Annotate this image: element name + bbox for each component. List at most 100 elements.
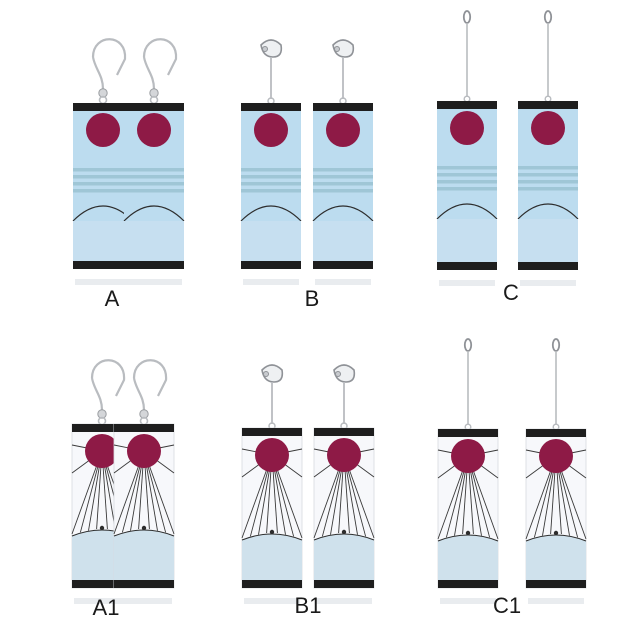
ear-wire-stem bbox=[91, 56, 105, 90]
ear-wire bbox=[132, 359, 168, 397]
variant-label: C1 bbox=[492, 593, 522, 618]
ear-wire-stem bbox=[132, 377, 146, 411]
bottom-band bbox=[114, 580, 174, 588]
wave-arc bbox=[240, 205, 302, 222]
sun-disc bbox=[137, 113, 171, 147]
earring-pair-c1 bbox=[437, 338, 587, 604]
lower-panel bbox=[437, 219, 497, 262]
wave-arc bbox=[436, 203, 498, 220]
earring bbox=[72, 38, 134, 285]
ear-clip bbox=[260, 39, 283, 58]
wave-arc bbox=[517, 203, 579, 220]
lower-panel bbox=[73, 221, 133, 261]
reflection bbox=[244, 598, 300, 604]
ear-wire bbox=[142, 38, 178, 76]
earring bbox=[525, 338, 587, 604]
apex-dot bbox=[99, 525, 105, 531]
bottom-band bbox=[314, 580, 374, 588]
lower-panel bbox=[241, 221, 301, 261]
earring bbox=[313, 364, 375, 604]
stripe bbox=[124, 182, 184, 186]
threader-loop bbox=[463, 338, 473, 352]
bottom-band bbox=[313, 261, 373, 269]
sun-disc bbox=[327, 438, 361, 472]
earring bbox=[517, 10, 579, 286]
ear-clip bbox=[332, 39, 355, 58]
bottom-band bbox=[241, 261, 301, 269]
stripe bbox=[313, 182, 373, 186]
top-band bbox=[114, 424, 174, 432]
stripe bbox=[437, 173, 497, 177]
clip-pad bbox=[334, 46, 340, 52]
earring bbox=[241, 364, 303, 604]
ear-clip bbox=[333, 364, 356, 383]
top-band bbox=[438, 429, 498, 437]
stripe bbox=[73, 189, 133, 193]
reflection bbox=[316, 598, 372, 604]
earring bbox=[240, 39, 302, 285]
sun-disc bbox=[450, 111, 484, 145]
stripe bbox=[124, 168, 184, 172]
sun-disc bbox=[86, 113, 120, 147]
jump-ring bbox=[463, 95, 471, 103]
reflection bbox=[116, 598, 172, 604]
stripe bbox=[518, 166, 578, 170]
bottom-band bbox=[124, 261, 184, 269]
bottom-band bbox=[526, 580, 586, 588]
variant-label: B bbox=[304, 286, 320, 311]
earring-pair-b1 bbox=[241, 364, 375, 604]
bottom-band bbox=[438, 580, 498, 588]
reflection bbox=[440, 598, 496, 604]
earring bbox=[113, 359, 175, 604]
top-band bbox=[241, 103, 301, 111]
earring-pair-b bbox=[240, 39, 374, 285]
top-band bbox=[437, 101, 497, 109]
apex-dot bbox=[341, 529, 347, 535]
bottom-band bbox=[242, 580, 302, 588]
stripe bbox=[73, 175, 133, 179]
lower-panel bbox=[313, 221, 373, 261]
reflection bbox=[126, 279, 182, 285]
top-band bbox=[526, 429, 586, 437]
stripe bbox=[241, 182, 301, 186]
lower-panel bbox=[114, 536, 174, 588]
ear-clip bbox=[261, 364, 284, 383]
sun-disc bbox=[255, 438, 289, 472]
earring bbox=[312, 39, 374, 285]
reflection bbox=[243, 279, 299, 285]
ear-wire-stem bbox=[90, 377, 104, 411]
stripe bbox=[437, 166, 497, 170]
earring-pair-a1 bbox=[71, 359, 175, 604]
reflection bbox=[528, 598, 584, 604]
variant-label: C bbox=[503, 280, 519, 305]
reflection bbox=[74, 598, 130, 604]
sun-disc bbox=[451, 439, 485, 473]
stripe bbox=[73, 182, 133, 186]
sun-disc bbox=[326, 113, 360, 147]
threader-loop bbox=[551, 338, 561, 352]
reflection bbox=[520, 280, 576, 286]
stripe bbox=[241, 168, 301, 172]
earring-pair-c bbox=[436, 10, 579, 286]
threader-loop bbox=[462, 10, 472, 24]
stripe bbox=[241, 189, 301, 193]
reflection bbox=[315, 279, 371, 285]
sun-disc bbox=[531, 111, 565, 145]
top-band bbox=[73, 103, 133, 111]
stripe bbox=[313, 175, 373, 179]
stripe bbox=[124, 175, 184, 179]
top-band bbox=[124, 103, 184, 111]
top-band bbox=[518, 101, 578, 109]
reflection bbox=[439, 280, 495, 286]
threader-loop bbox=[543, 10, 553, 24]
sun-disc bbox=[127, 434, 161, 468]
variant-label: A bbox=[104, 286, 120, 311]
bottom-band bbox=[437, 262, 497, 270]
clip-pad bbox=[263, 371, 269, 377]
ear-wire-stem bbox=[142, 56, 156, 90]
stripe bbox=[241, 175, 301, 179]
bottom-band bbox=[518, 262, 578, 270]
variant-label: A1 bbox=[92, 595, 120, 620]
apex-dot bbox=[465, 530, 471, 536]
